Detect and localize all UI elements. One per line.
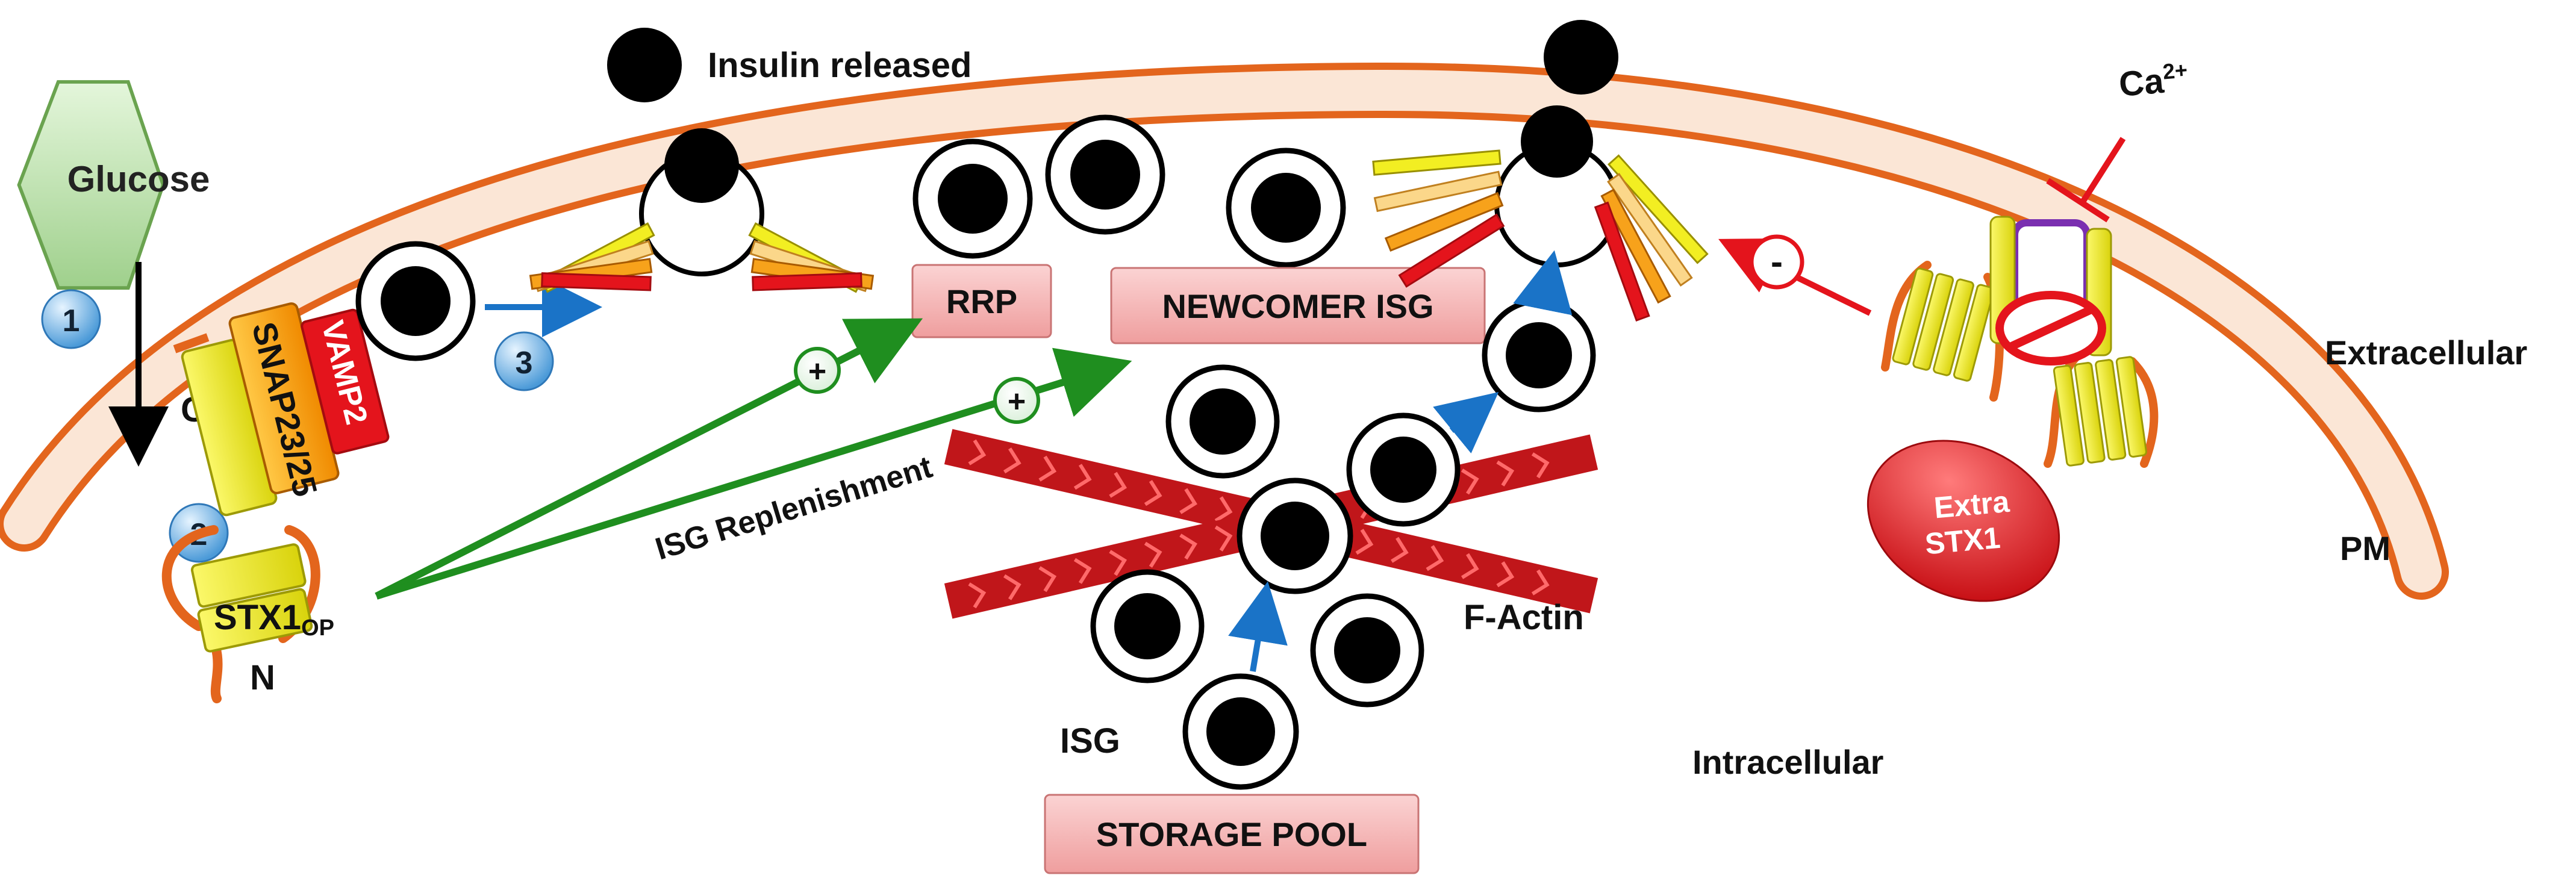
syntaxin-cluster-left (1881, 261, 2004, 402)
extracellular-label: Extracellular (2325, 334, 2527, 372)
snare-complex: C SNAP23/25 VAMP2 STX1OP N (161, 302, 401, 703)
minus-badge: - (1749, 234, 1804, 290)
plasma-membrane (0, 62, 2449, 600)
extra-stx1: Extra STX1 (1867, 440, 2060, 602)
svg-text:1: 1 (63, 303, 80, 338)
plus-badge-rrp (794, 347, 841, 394)
n-terminus-label: N (250, 658, 275, 697)
released-insulin-right (1544, 20, 1618, 95)
f-actin-label: F-Actin (1464, 598, 1584, 637)
rrp-box: RRP (911, 264, 1052, 338)
step-1-badge: 1 (41, 289, 101, 349)
svg-text:-: - (1771, 241, 1783, 282)
step-3-badge: 3 (494, 331, 554, 391)
stx1-label: STX1OP (214, 598, 334, 641)
rrp-granules (912, 114, 1346, 268)
released-insulin-left (607, 28, 682, 102)
calcium-channel (1989, 216, 2112, 366)
svg-text:+: + (1008, 384, 1026, 419)
docked-vesicle (355, 241, 476, 361)
fusion-event-left (529, 128, 875, 293)
isg-label: ISG (1060, 721, 1120, 761)
fusion-event-right (1372, 105, 1709, 322)
intracellular-label: Intracellular (1692, 743, 1883, 781)
granule-transport-arrows (1228, 250, 1573, 672)
syntaxin-cluster-right (2044, 351, 2159, 468)
svg-text:RRP: RRP (946, 282, 1017, 320)
extra-stx1-line1: Extra (1933, 485, 2012, 525)
storage-pool-box: STORAGE POOL (1044, 794, 1420, 874)
svg-text:3: 3 (516, 346, 533, 381)
extra-stx1-line2: STX1 (1924, 521, 2001, 561)
glucose-label: Glucose (67, 159, 210, 199)
newcomer-isg-box: NEWCOMER ISG (1110, 267, 1486, 344)
svg-text:+: + (808, 354, 826, 389)
plus-badge-newcomer (993, 377, 1040, 424)
pm-label: PM (2340, 529, 2390, 567)
calcium-block (2046, 137, 2126, 223)
glucose-node: Glucose (17, 80, 210, 290)
calcium-label: Ca2+ (2117, 57, 2190, 104)
svg-text:STORAGE POOL: STORAGE POOL (1096, 815, 1367, 853)
svg-text:NEWCOMER ISG: NEWCOMER ISG (1162, 287, 1433, 325)
insulin-released-label: Insulin released (708, 46, 971, 85)
